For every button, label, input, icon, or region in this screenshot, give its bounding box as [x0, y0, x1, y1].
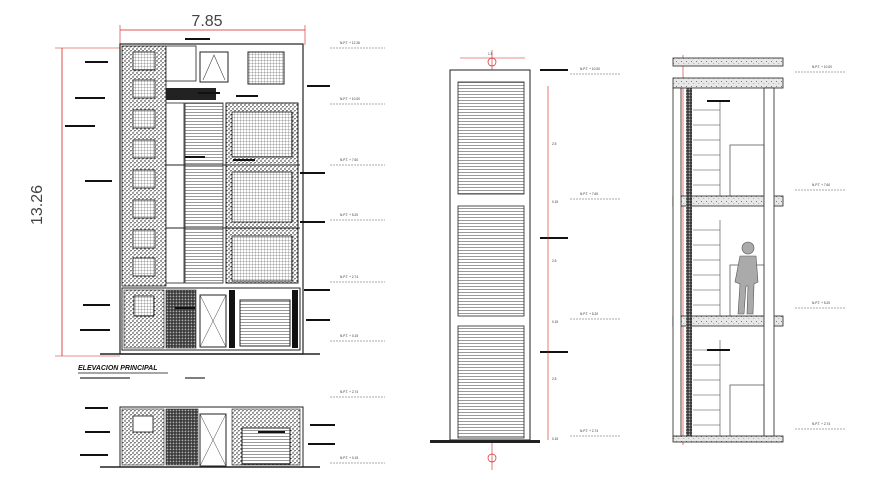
stairs	[693, 100, 721, 436]
elevation-title: ELEVACION PRINCIPAL	[78, 365, 157, 372]
level-label: N.P.T. + 5.20	[340, 213, 358, 217]
slab-roof	[672, 77, 784, 89]
front-elevation: 7.85 13.26	[29, 13, 385, 379]
right-annotation-leaders	[300, 85, 330, 321]
level-label: N.P.T. + 7.60	[812, 183, 830, 187]
roof-band	[166, 88, 216, 100]
louver-panel-upper	[457, 81, 525, 195]
level-label: N.P.T. + 10.00	[812, 65, 832, 69]
overall-width-dimension: 7.85	[119, 13, 306, 45]
human-figure	[734, 241, 759, 315]
slab-level-1	[672, 435, 784, 443]
left-annotation-leaders	[65, 38, 258, 331]
level-label: N.P.T. + 2.74	[340, 390, 358, 394]
level-label: N.P.T. + 0.15	[340, 334, 358, 338]
building-section: N.P.T. + 10.00 N.P.T. + 7.60 N.P.T. + 5.…	[672, 55, 845, 445]
louver-side-elevation: 2.5 2.5 2.5 0.15 0.15 0.15 1.5 N.P.T. + …	[430, 50, 620, 470]
level-label: N.P.T. + 7.60	[340, 158, 358, 162]
level-label: N.P.T. + 5.20	[580, 312, 598, 316]
mid-dim-text: 0.15	[552, 320, 558, 324]
level-label: N.P.T. + 7.60	[580, 192, 598, 196]
height-dimension-text: 13.26	[29, 185, 46, 225]
central-louver-panel	[184, 102, 224, 284]
level-label: N.P.T. + 2.74	[812, 422, 830, 426]
overall-height-dimension: 13.26	[29, 47, 120, 357]
mid-dim-text: 2.5	[552, 142, 557, 146]
garage-door	[239, 299, 291, 347]
louver-panel-middle	[457, 205, 525, 317]
level-markers-front: N.P.T. + 12.26 N.P.T. + 10.00 N.P.T. + 7…	[330, 41, 385, 342]
mid-dim-text: 2.5	[552, 259, 557, 263]
level-label: N.P.T. + 0.15	[340, 456, 358, 460]
left-column-windows	[132, 51, 156, 277]
level-label: N.P.T. + 2.74	[580, 429, 598, 433]
mid-dim-text: 0.15	[552, 437, 558, 441]
level-label: N.P.T. + 12.26	[340, 41, 360, 45]
small-elevation: N.P.T. + 2.74 N.P.T. + 0.15	[80, 390, 385, 468]
level-label: N.P.T. + 10.00	[580, 67, 600, 71]
mid-dim-text: 1.5	[488, 52, 493, 56]
level-label: N.P.T. + 10.00	[340, 97, 360, 101]
level-label: N.P.T. + 5.20	[812, 301, 830, 305]
level-label: N.P.T. + 2.74	[340, 275, 358, 279]
width-dimension-text: 7.85	[191, 13, 222, 30]
mid-dim-text: 2.5	[552, 377, 557, 381]
mid-dim-text: 0.15	[552, 200, 558, 204]
louver-panel-lower	[457, 325, 525, 439]
